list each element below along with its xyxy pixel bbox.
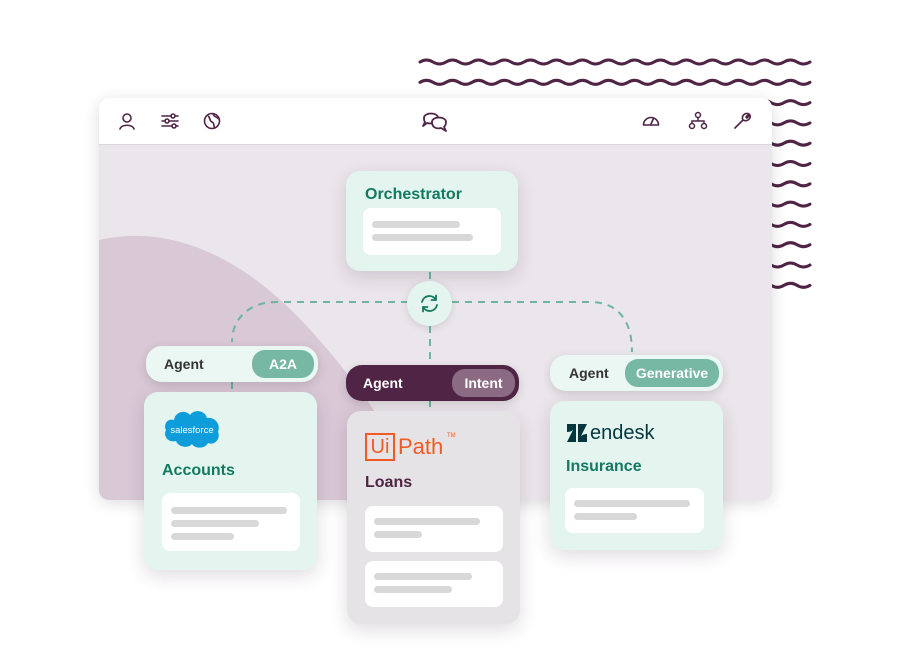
orchestrator-title: Orchestrator	[365, 186, 462, 203]
agent-tag: Generative	[625, 359, 719, 387]
agent-card-accounts[interactable]: salesforce Accounts	[144, 392, 317, 570]
agent-label: Agent	[363, 375, 403, 391]
wave-line	[418, 58, 812, 66]
uipath-trademark: TM	[447, 433, 456, 439]
salesforce-logo: salesforce	[165, 411, 219, 448]
agent-card-title: Loans	[365, 474, 413, 491]
speedometer-icon[interactable]	[640, 110, 662, 132]
agent-tag: A2A	[252, 350, 314, 378]
placeholder-bar	[171, 520, 259, 527]
placeholder-bar	[372, 234, 473, 241]
agent-card-title: Accounts	[162, 462, 235, 479]
orchestrator-content-box	[363, 208, 501, 255]
agent-pill-intent[interactable]: Agent Intent	[346, 365, 519, 401]
placeholder-bar	[574, 500, 690, 507]
placeholder-bar	[374, 518, 480, 525]
agent-content-box	[365, 506, 503, 552]
globe-icon[interactable]	[201, 110, 223, 132]
refresh-icon	[421, 294, 438, 313]
uipath-path-text: Path	[398, 434, 444, 459]
placeholder-bar	[374, 531, 422, 538]
placeholder-bar	[372, 221, 460, 228]
wrench-icon[interactable]	[731, 110, 753, 132]
sliders-icon[interactable]	[159, 110, 181, 132]
agent-card-insurance[interactable]: endesk Insurance	[550, 401, 723, 550]
agent-label: Agent	[164, 356, 204, 372]
uipath-ui-box: Ui	[365, 433, 395, 461]
chat-bubbles-icon[interactable]	[420, 107, 450, 135]
zendesk-wordmark: endesk	[590, 422, 655, 444]
agent-card-title: Insurance	[566, 458, 642, 475]
zendesk-logo: endesk	[566, 421, 686, 447]
zendesk-z-mark	[567, 424, 587, 442]
agent-card-loans[interactable]: Ui Path TM Loans	[347, 411, 520, 624]
agent-pill-generative[interactable]: Agent Generative	[550, 355, 723, 391]
agent-tag: Intent	[452, 369, 515, 397]
user-icon[interactable]	[116, 110, 138, 132]
placeholder-bar	[171, 507, 287, 514]
agent-content-box	[365, 561, 503, 607]
placeholder-bar	[574, 513, 637, 520]
agent-pill-a2a[interactable]: Agent A2A	[146, 346, 318, 382]
placeholder-bar	[374, 573, 472, 580]
wave-line	[418, 78, 812, 86]
placeholder-bar	[374, 586, 452, 593]
agent-content-box	[162, 493, 300, 551]
salesforce-wordmark: salesforce	[170, 425, 213, 436]
toolbar	[99, 98, 772, 145]
agent-label: Agent	[569, 365, 609, 381]
orchestrator-card[interactable]: Orchestrator	[346, 171, 518, 271]
agent-content-box	[565, 488, 704, 533]
hierarchy-icon[interactable]	[687, 110, 709, 132]
placeholder-bar	[171, 533, 234, 540]
sync-node[interactable]	[407, 281, 452, 326]
